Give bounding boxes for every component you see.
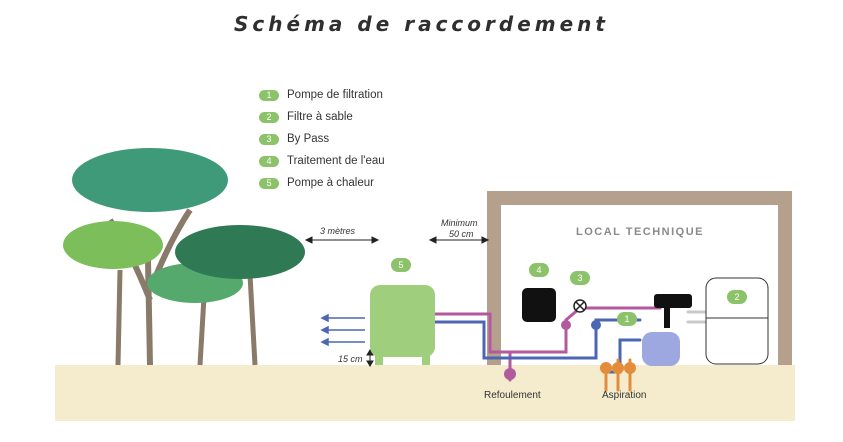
pipe-gray: [686, 310, 710, 324]
filtration-pump: [642, 332, 680, 366]
legend-item: 3 By Pass: [259, 128, 385, 150]
legend-badge: 5: [259, 177, 279, 189]
pipe-fitting-stem: [664, 308, 670, 328]
refoulement-label: Refoulement: [484, 390, 541, 401]
legend-label: Traitement de l'eau: [287, 155, 385, 167]
badge-sand-filter: 2: [727, 290, 747, 304]
legend-label: By Pass: [287, 133, 330, 145]
legend-item: 1 Pompe de filtration: [259, 84, 385, 106]
valve-blue: [591, 320, 601, 330]
badge-heat-pump: 5: [391, 258, 411, 272]
aspiration-label: Aspiration: [602, 390, 647, 401]
badge-filtration-pump: 1: [617, 312, 637, 326]
heat-pump: [370, 285, 435, 357]
air-arrows: [320, 313, 365, 347]
pipe-blue: [432, 318, 642, 360]
legend-badge: 4: [259, 155, 279, 167]
pipe-purple: [432, 312, 512, 382]
valve-refoulement: [504, 368, 516, 380]
legend-badge: 3: [259, 133, 279, 145]
ground: [55, 365, 795, 421]
valve-purple: [561, 320, 571, 330]
pipe-blue-2: [604, 338, 642, 374]
badge-bypass: 3: [570, 271, 590, 285]
sand-filter: [705, 277, 769, 365]
local-roof: [487, 191, 792, 205]
badge-water-treatment: 4: [529, 263, 549, 277]
height-label: 15 cm: [338, 354, 363, 364]
water-treatment-unit: [522, 288, 556, 322]
legend-badge: 1: [259, 89, 279, 101]
minimum-label: Minimum: [441, 218, 478, 228]
pipe-fitting: [654, 294, 692, 308]
legend-item: 2 Filtre à sable: [259, 106, 385, 128]
legend-label: Filtre à sable: [287, 111, 353, 123]
legend-item: 5 Pompe à chaleur: [259, 172, 385, 194]
tree-crown: [72, 148, 228, 212]
tree-trunk: [115, 269, 123, 366]
heat-pump-foot: [422, 355, 430, 365]
legend-label: Pompe à chaleur: [287, 177, 374, 189]
aspiration-valves: [600, 362, 636, 374]
trees-distance-label: 3 mètres: [320, 226, 356, 236]
legend-item: 4 Traitement de l'eau: [259, 150, 385, 172]
local-technique-label: LOCAL TECHNIQUE: [576, 226, 705, 238]
legend: 1 Pompe de filtration 2 Filtre à sable 3…: [259, 84, 385, 194]
tree-crown: [175, 225, 305, 279]
diagram-title: Schéma de raccordement: [234, 12, 609, 36]
heat-pump-foot: [375, 355, 383, 365]
minimum-value-label: 50 cm: [449, 229, 474, 239]
local-right-wall: [778, 191, 792, 365]
trees: [63, 148, 305, 366]
legend-label: Pompe de filtration: [287, 89, 383, 101]
legend-badge: 2: [259, 111, 279, 123]
tree-crown: [63, 221, 163, 269]
dimension-arrows: [304, 236, 490, 367]
